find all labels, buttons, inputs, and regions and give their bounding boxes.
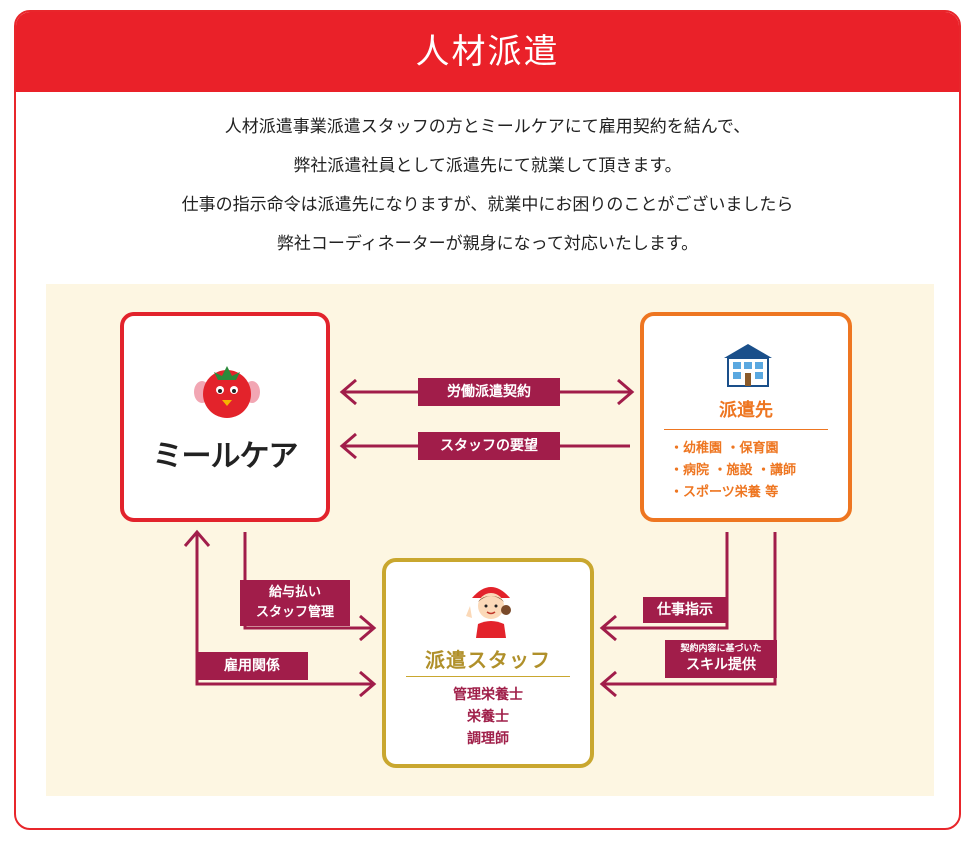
arrowhead-youbou bbox=[339, 432, 357, 460]
haken-list: ・幼稚園 ・保育園 ・病院 ・施設 ・講師 ・スポーツ栄養 等 bbox=[670, 438, 796, 504]
haken-box: 派遣先 ・幼稚園 ・保育園 ・病院 ・施設 ・講師 ・スポーツ栄養 等 bbox=[640, 312, 852, 522]
arrow-koyou bbox=[195, 534, 372, 686]
haken-divider bbox=[664, 429, 828, 430]
label-staff-youbou: スタッフの要望 bbox=[418, 432, 560, 460]
arrow-skill bbox=[604, 532, 777, 686]
label-kyuyo-staff-kanri: 給与払い スタッフ管理 bbox=[240, 580, 350, 626]
staff-person-icon bbox=[466, 587, 511, 638]
intro-line-4: 弊社コーディネーターが親身になって対応いたします。 bbox=[276, 234, 699, 254]
label-kyuyo-line-1: 給与払い bbox=[268, 585, 321, 600]
intro-line-1: 人材派遣事業派遣スタッフの方とミールケアにて雇用契約を結んで、 bbox=[224, 117, 751, 137]
arrow-kyuyo bbox=[243, 532, 372, 630]
label-skill-teikyou: 契約内容に基づいた スキル提供 bbox=[665, 640, 777, 678]
intro-line-2: 弊社派遣社員として派遣先にて就業して頂きます。 bbox=[293, 156, 682, 176]
haken-item: ・スポーツ栄養 等 bbox=[670, 485, 779, 500]
arrowhead-roudou-left bbox=[339, 378, 357, 406]
label-skill-big: スキル提供 bbox=[686, 657, 756, 673]
haken-title: 派遣先 bbox=[719, 400, 773, 421]
arrowhead-koyou-up bbox=[183, 529, 211, 547]
arrowhead-kyuyo bbox=[359, 614, 377, 642]
building-icon bbox=[724, 344, 772, 387]
arrowhead-skill bbox=[599, 670, 617, 698]
intro-line-3: 仕事の指示命令は派遣先になりますが、就業中にお困りのことがございましたら bbox=[181, 195, 794, 215]
staff-divider bbox=[406, 676, 570, 677]
staff-title: 派遣スタッフ bbox=[425, 648, 551, 672]
haken-item: ・幼稚園 ・保育園 bbox=[670, 441, 779, 456]
label-roudou-haken-keiyaku: 労働派遣契約 bbox=[418, 378, 560, 406]
staff-item: 調理師 bbox=[467, 731, 509, 747]
intro-text: 人材派遣事業派遣スタッフの方とミールケアにて雇用契約を結んで、 弊社派遣社員とし… bbox=[0, 108, 975, 264]
staff-item: 栄養士 bbox=[467, 709, 509, 725]
mealcare-logo: ミールケア bbox=[152, 439, 299, 474]
tomato-mascot-icon bbox=[194, 366, 260, 418]
arrow-shiji bbox=[604, 532, 729, 630]
staff-item: 管理栄養士 bbox=[453, 687, 523, 703]
arrowhead-koyou-right bbox=[359, 670, 377, 698]
label-shigoto-shiji: 仕事指示 bbox=[643, 597, 727, 623]
label-skill-small: 契約内容に基づいた bbox=[680, 644, 762, 654]
staff-list: 管理栄養士 栄養士 調理師 bbox=[386, 684, 590, 750]
haken-item: ・病院 ・施設 ・講師 bbox=[670, 463, 797, 478]
page-title: 人材派遣 bbox=[16, 12, 959, 92]
arrowhead-shiji bbox=[599, 614, 617, 642]
arrowhead-roudou-right bbox=[617, 378, 635, 406]
staff-box: 派遣スタッフ 管理栄養士 栄養士 調理師 bbox=[382, 558, 594, 768]
label-kyuyo-line-2: スタッフ管理 bbox=[255, 605, 334, 620]
label-koyou-kankei: 雇用関係 bbox=[196, 652, 308, 680]
mealcare-box: ミールケア bbox=[120, 312, 330, 522]
